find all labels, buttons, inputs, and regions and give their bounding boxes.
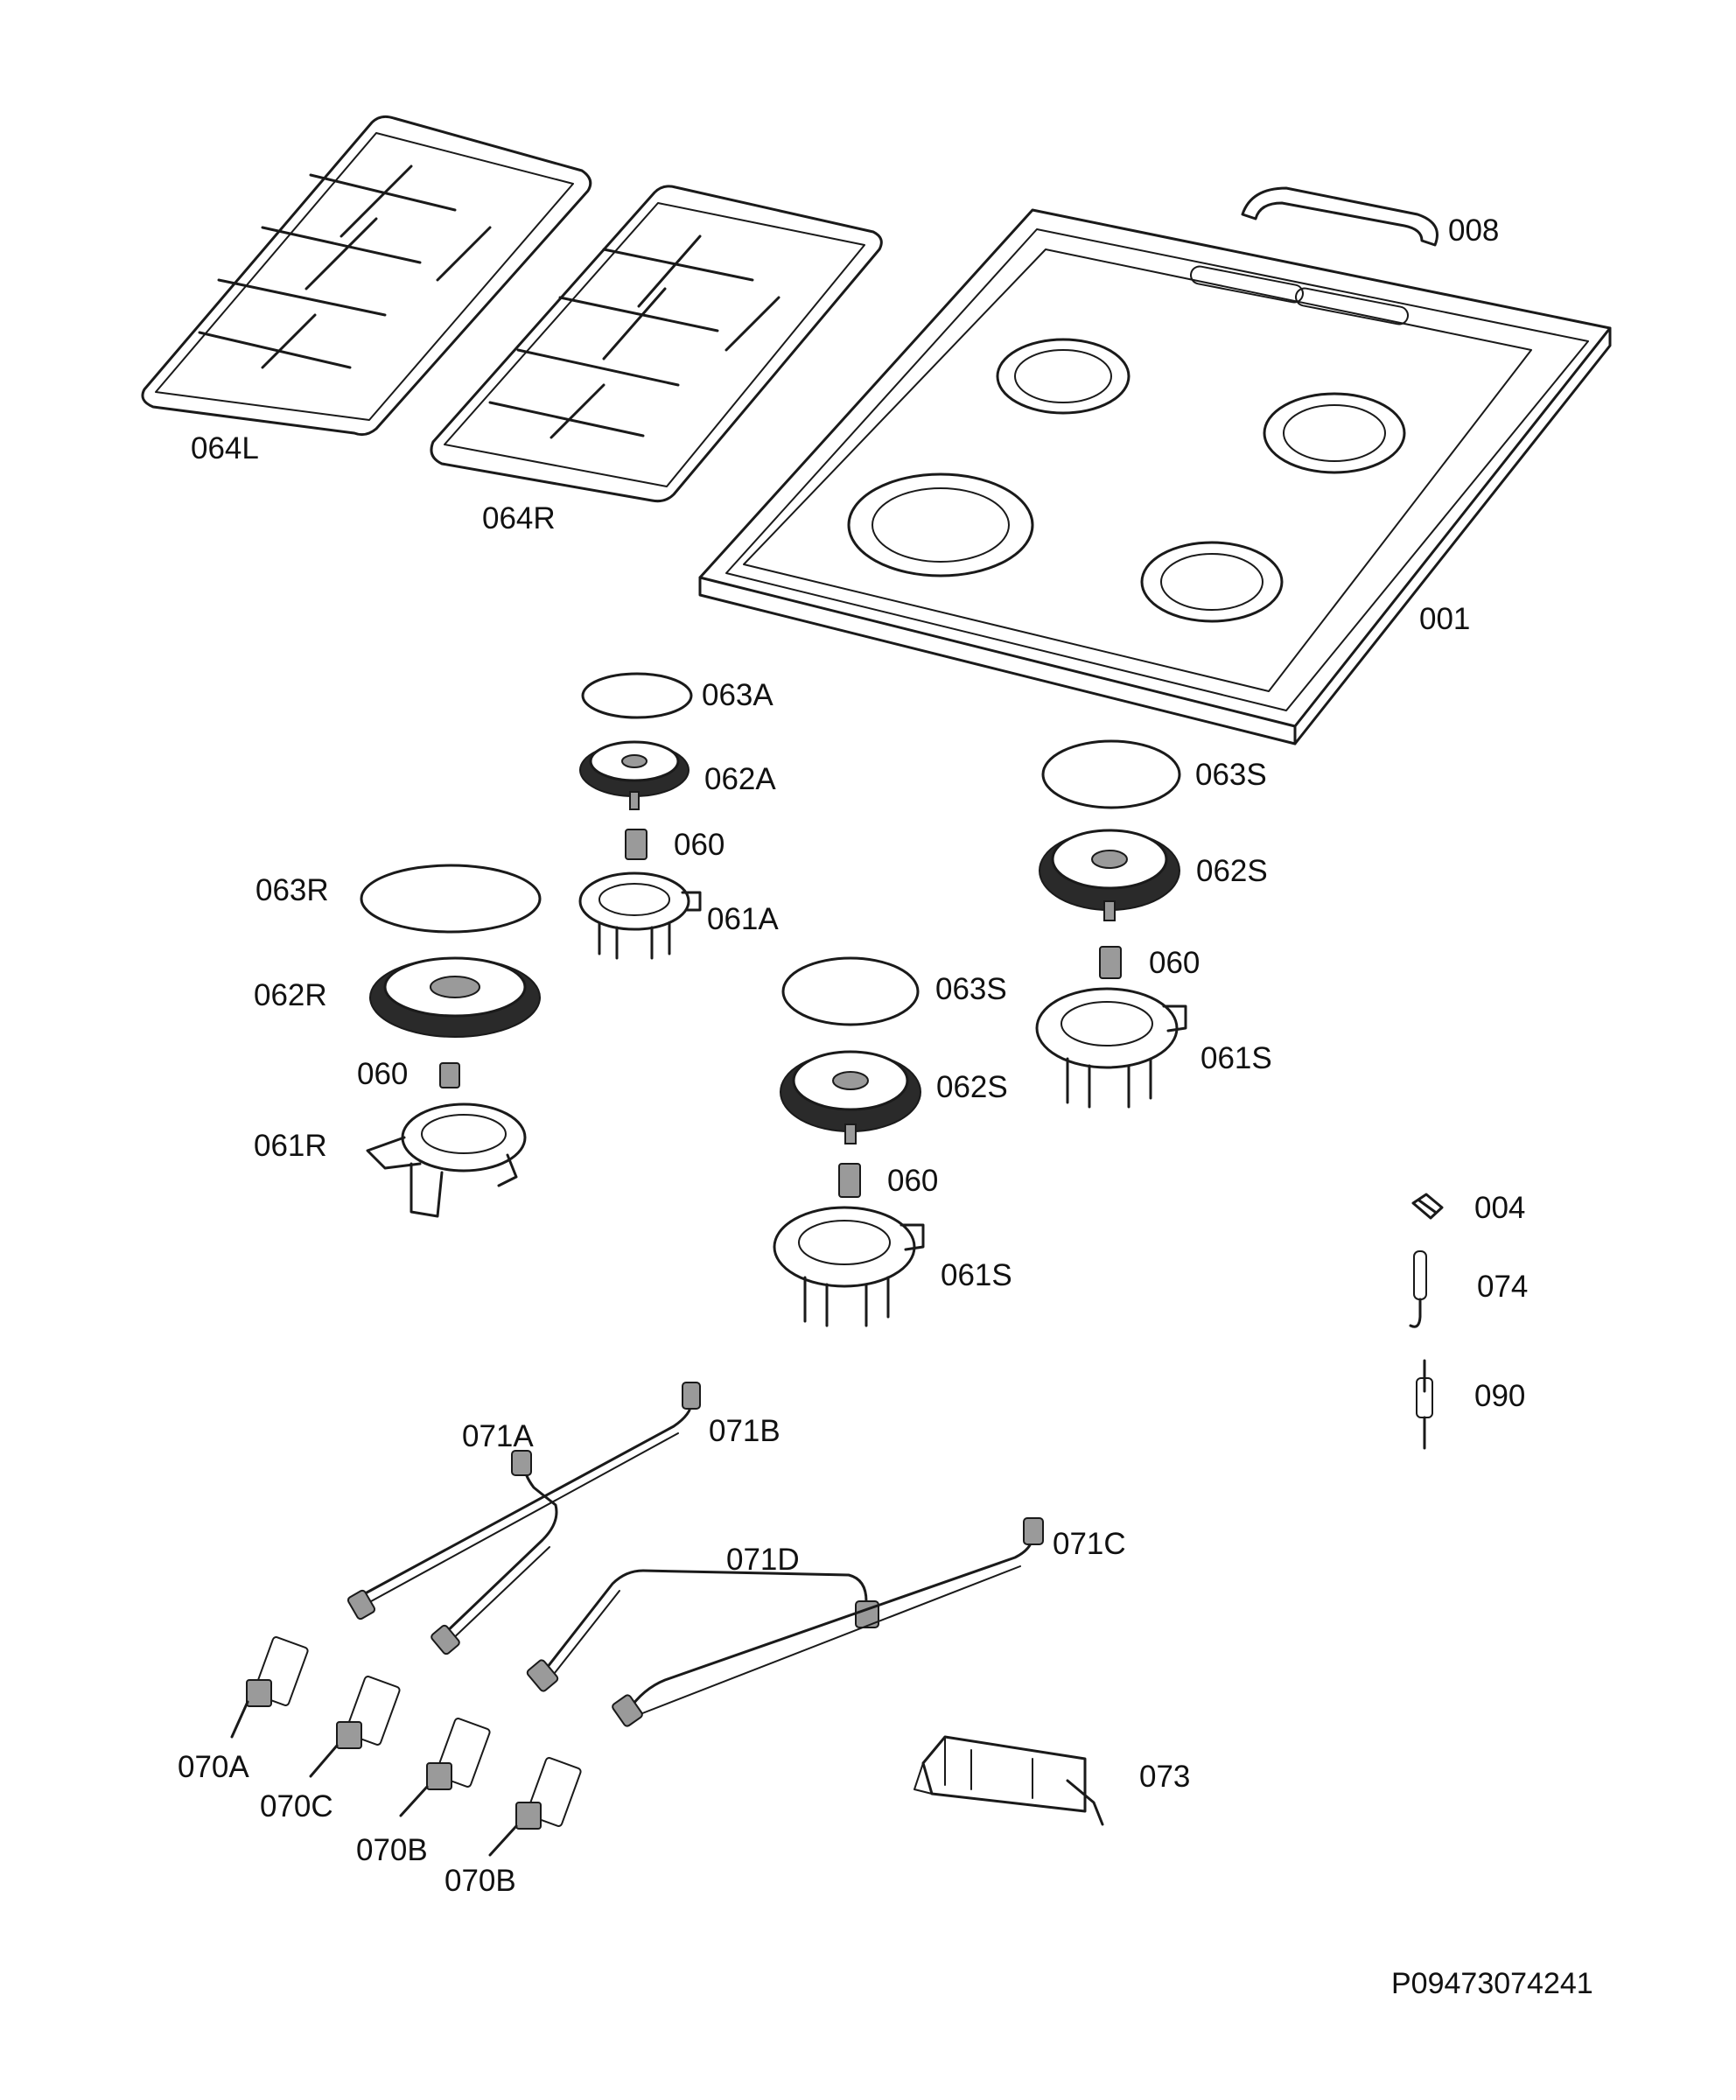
hob-top-001: [698, 208, 1612, 746]
thermocouple-074: [1409, 1250, 1427, 1328]
injector-060-r: [439, 1062, 460, 1088]
label-071D: 071D: [726, 1543, 800, 1577]
label-063A: 063A: [702, 678, 774, 712]
injector-060-s1: [1099, 946, 1122, 979]
label-063S-right: 063S: [1195, 758, 1267, 792]
label-062A: 062A: [704, 762, 776, 796]
gas-pipe-071D: [526, 1569, 879, 1692]
label-073: 073: [1139, 1760, 1191, 1794]
burner-cap-063A: [581, 672, 693, 719]
label-062S-center: 062S: [936, 1070, 1008, 1104]
pan-support-064R: [430, 185, 883, 503]
burner-cap-063R: [360, 864, 542, 934]
drawing-number: P09473074241: [1391, 1967, 1593, 2000]
clip-004: [1411, 1193, 1444, 1220]
gas-tap-070B-1: [399, 1718, 491, 1817]
label-071C: 071C: [1053, 1527, 1126, 1561]
gas-pipe-071C: [612, 1517, 1044, 1727]
gas-tap-070A: [230, 1636, 309, 1739]
label-004: 004: [1474, 1191, 1526, 1225]
gas-tap-070B-2: [488, 1757, 582, 1857]
burner-cap-063S-right: [1041, 739, 1181, 809]
burner-crown-062A: [579, 740, 690, 810]
label-063S-center: 063S: [935, 972, 1007, 1006]
burner-base-061A: [578, 872, 702, 960]
label-061S-center: 061S: [941, 1258, 1012, 1292]
label-008: 008: [1448, 214, 1500, 248]
label-060-a: 060: [674, 828, 725, 862]
label-064R: 064R: [482, 501, 556, 536]
burner-cap-063S-center: [781, 956, 920, 1026]
label-090: 090: [1474, 1379, 1526, 1413]
gas-tap-070C: [309, 1676, 401, 1778]
label-062R: 062R: [254, 978, 327, 1012]
label-060-s1: 060: [1149, 946, 1200, 980]
burner-crown-062R: [369, 956, 541, 1038]
burner-crown-062S-center: [780, 1050, 921, 1144]
label-061A: 061A: [707, 902, 779, 936]
label-062S-right: 062S: [1196, 854, 1268, 888]
label-064L: 064L: [191, 431, 259, 466]
label-001: 001: [1419, 602, 1471, 636]
label-063R: 063R: [256, 873, 329, 907]
burner-crown-062S-right: [1039, 829, 1180, 921]
label-071B: 071B: [709, 1414, 780, 1448]
burner-base-061S-right: [1035, 987, 1187, 1109]
injector-060-s2: [838, 1163, 861, 1198]
label-070A: 070A: [178, 1750, 249, 1784]
label-060-r: 060: [357, 1057, 409, 1091]
label-070B-1: 070B: [356, 1833, 428, 1867]
label-070B-2: 070B: [444, 1864, 516, 1898]
label-060-s2: 060: [887, 1164, 939, 1198]
ignition-electrode-090: [1416, 1359, 1433, 1450]
label-070C: 070C: [260, 1789, 333, 1824]
label-071A: 071A: [462, 1419, 534, 1453]
label-061S-right: 061S: [1200, 1041, 1272, 1075]
injector-060-a: [625, 829, 648, 860]
pan-support-064L: [141, 115, 592, 437]
label-074: 074: [1477, 1270, 1529, 1304]
label-061R: 061R: [254, 1129, 327, 1163]
bracket-073: [914, 1735, 1104, 1826]
clip-008: [1241, 186, 1438, 247]
burner-base-061S-center: [773, 1206, 925, 1327]
gas-pipe-071B: [430, 1382, 701, 1656]
burner-base-061R: [366, 1102, 527, 1218]
